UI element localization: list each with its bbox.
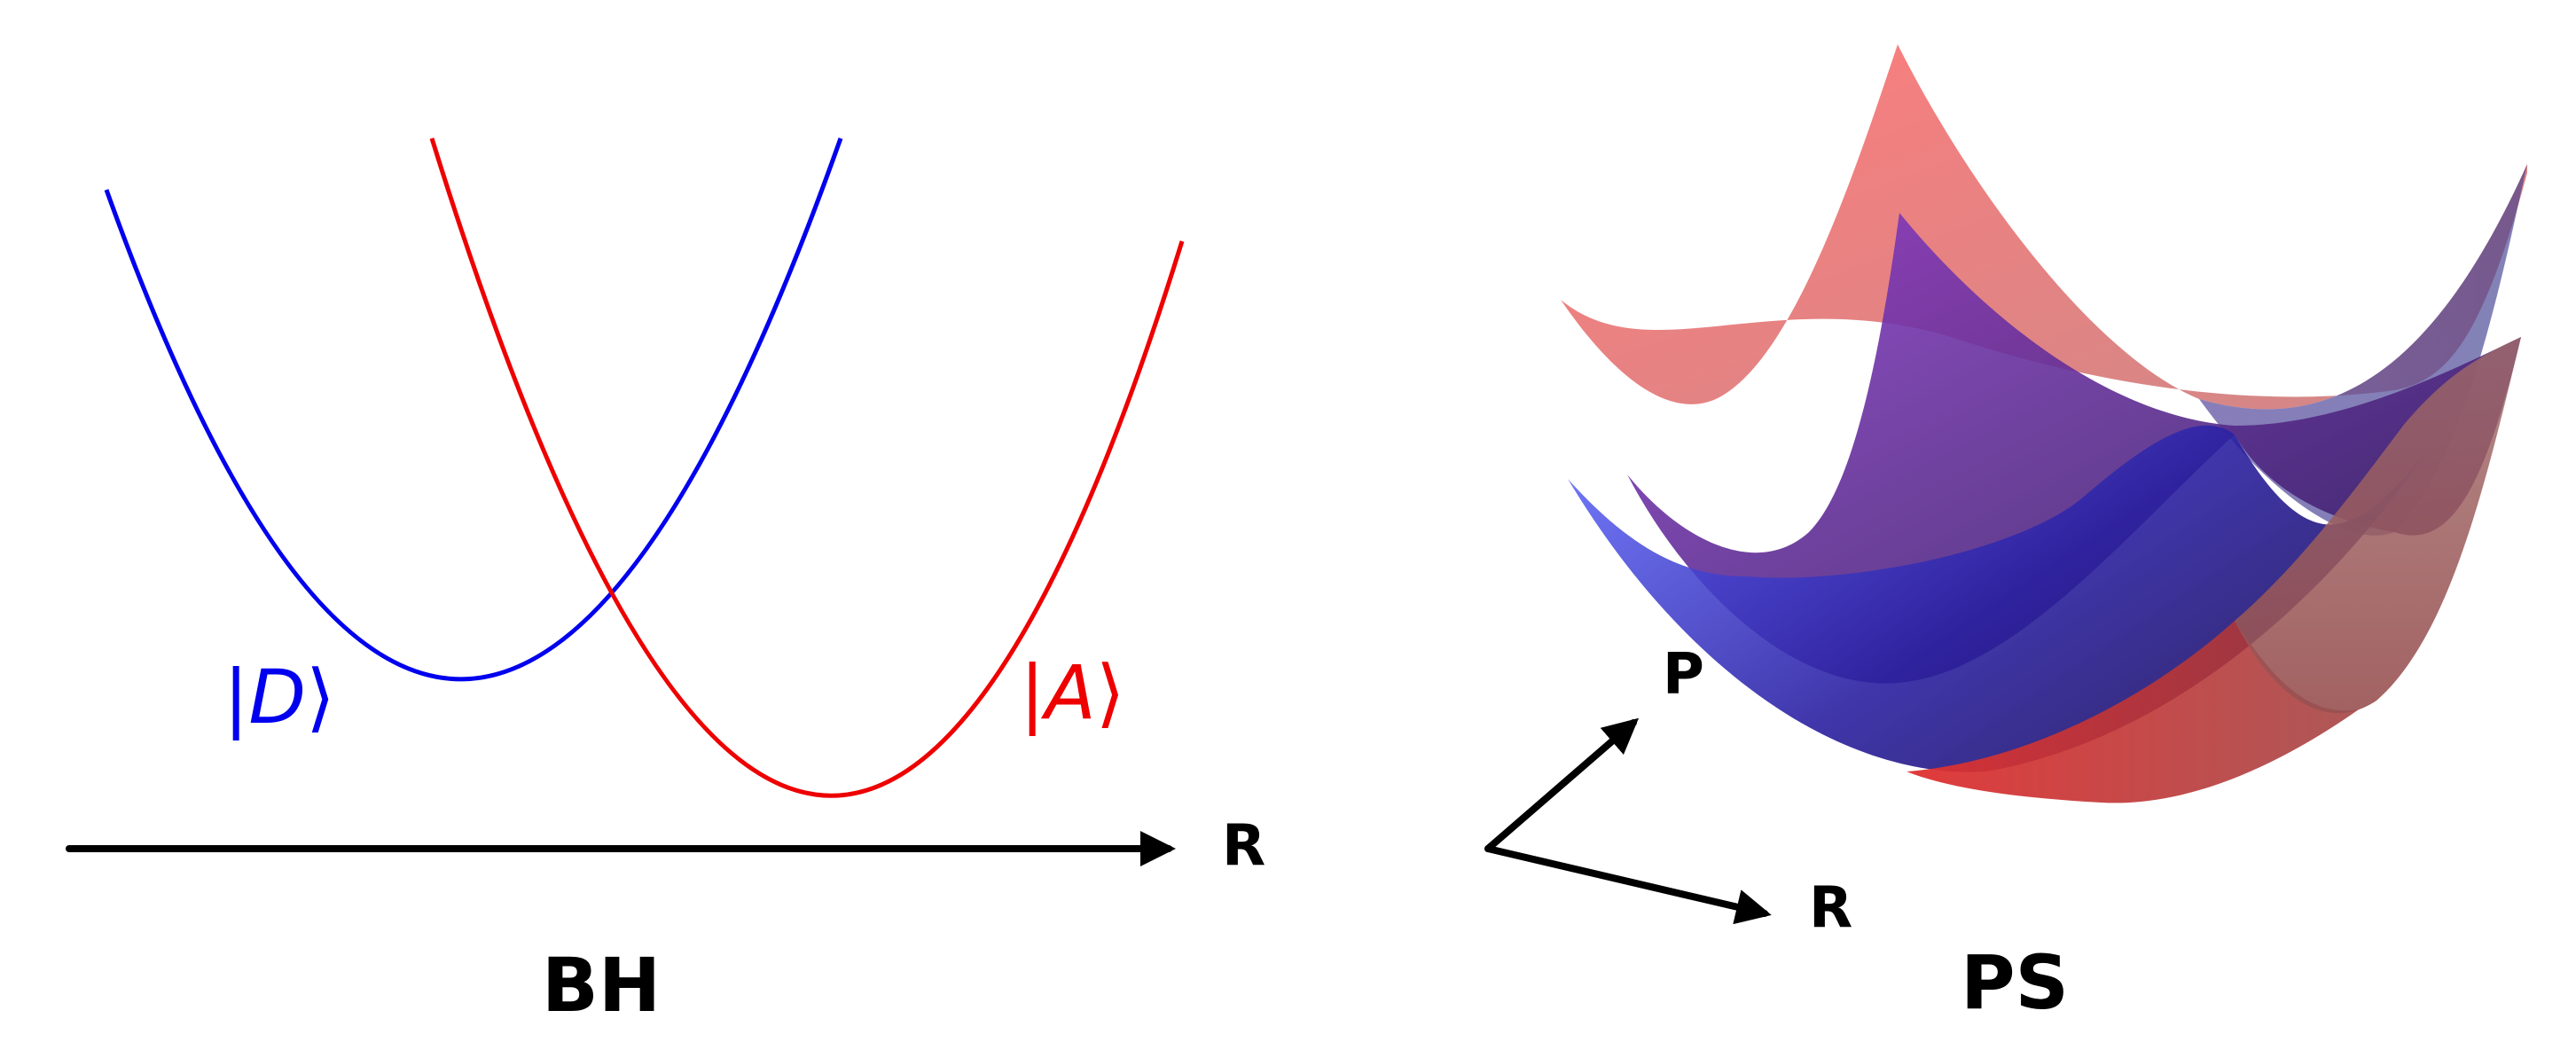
acceptor-label-open: | <box>1020 649 1045 736</box>
ps-axis-r-label: R <box>1809 875 1852 941</box>
acceptor-label-close: ⟩ <box>1096 649 1125 736</box>
acceptor-curve <box>429 137 1185 798</box>
donor-label-open: | <box>223 654 248 740</box>
mixed-surface-middle <box>1627 213 2521 684</box>
bh-axis-r-label: R <box>1222 813 1265 879</box>
bh-panel-title: BH <box>542 942 661 1029</box>
acceptor-surface-back <box>1561 44 2527 410</box>
donor-label-close: ⟩ <box>306 654 335 740</box>
donor-state-label: |D⟩ <box>223 654 335 740</box>
bh-panel: R |D⟩ |A⟩ BH <box>66 137 1265 1029</box>
acceptor-label-letter: A <box>1040 649 1095 736</box>
ps-panel-title: PS <box>1961 939 2069 1026</box>
donor-label-letter: D <box>248 654 306 740</box>
acceptor-surface-side <box>2235 337 2521 714</box>
donor-surface-front <box>1568 425 2425 772</box>
acceptor-state-label: |A⟩ <box>1020 649 1125 736</box>
ps-axis-r <box>1484 845 1772 925</box>
donor-curve <box>104 137 843 682</box>
ps-panel: P R PS <box>1484 44 2527 1026</box>
ps-axis-p <box>1484 717 1640 852</box>
acceptor-surface-front <box>1907 621 2359 803</box>
ps-axis-p-label: P <box>1663 642 1704 708</box>
